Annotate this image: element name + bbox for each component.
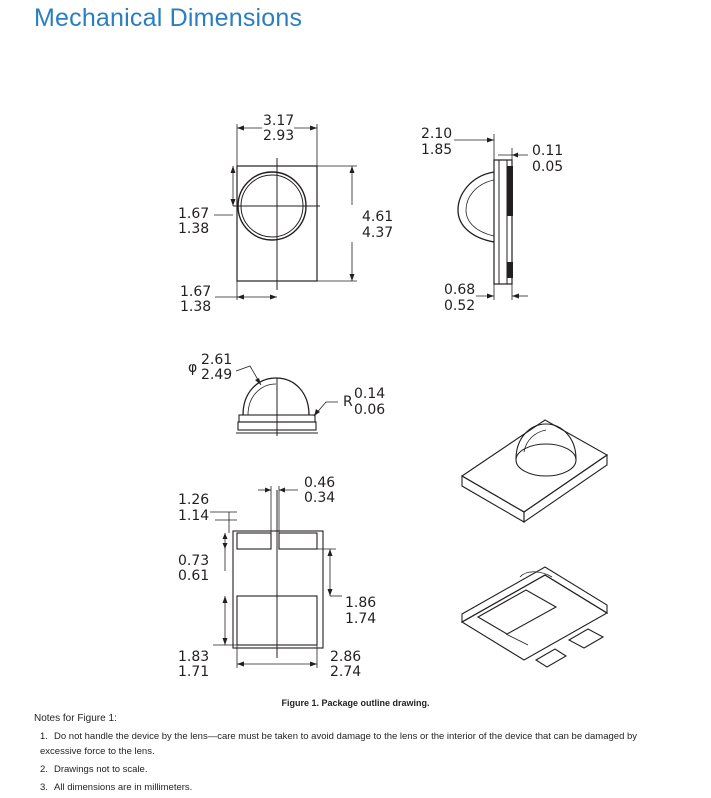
note-item: 3. All dimensions are in millimeters.	[40, 780, 680, 795]
dim-pad-bottom-width-max: 2.86	[330, 649, 361, 665]
dim-radius-max: 0.14	[354, 386, 385, 402]
dim-pad-top-offset-min: 1.14	[178, 508, 209, 524]
dim-lens-offset-min: 1.38	[178, 221, 209, 237]
dim-side-height-min: 1.85	[421, 142, 452, 158]
isometric-top-view	[460, 419, 609, 524]
figure-caption: Figure 1. Package outline drawing.	[281, 698, 430, 708]
dim-side-base-min: 0.52	[444, 298, 475, 314]
note-number: 3.	[40, 782, 48, 793]
dim-pad-small-height-min: 0.61	[178, 568, 209, 584]
dim-side-top-max: 0.11	[532, 143, 563, 159]
side-view	[454, 134, 528, 300]
dim-pad-gap-min: 0.34	[304, 490, 335, 506]
bottom-view	[210, 486, 342, 668]
notes-heading: Notes for Figure 1:	[34, 713, 117, 724]
dim-bottom-offset-max: 1.67	[180, 284, 211, 300]
note-text: Drawings not to scale.	[54, 764, 148, 775]
top-view	[214, 124, 357, 300]
dim-side-height-max: 2.10	[421, 126, 452, 142]
notes-list: 1.Do not handle the device by the lens—c…	[40, 729, 680, 798]
dim-pad-bottom-height-max: 1.83	[178, 649, 209, 665]
dim-pad-small-height-max: 0.73	[178, 553, 209, 569]
note-number: 2.	[40, 764, 48, 775]
note-number: 1.	[40, 731, 48, 742]
dim-top-height-max: 4.61	[362, 209, 393, 225]
note-text: All dimensions are in millimeters.	[54, 782, 193, 793]
package-outline-drawing: 3.17 2.93 1.67 1.38 4.61 4.37 1.67 1.38 …	[178, 113, 609, 680]
note-item: 2. Drawings not to scale.	[40, 762, 680, 777]
dim-side-base-max: 0.68	[444, 282, 475, 298]
dim-pad-gap-max: 0.46	[304, 475, 335, 491]
dim-lens-diameter-min: 2.49	[201, 367, 232, 383]
dim-lens-offset-max: 1.67	[178, 206, 209, 222]
dim-top-width-max: 3.17	[263, 113, 294, 129]
page-title: Mechanical Dimensions	[34, 4, 303, 32]
dim-pad-bottom-height-min: 1.71	[178, 664, 209, 680]
note-text: Do not handle the device by the lens—car…	[40, 731, 638, 757]
radius-symbol: R	[343, 394, 353, 410]
dim-side-top-min: 0.05	[532, 159, 563, 175]
dim-lens-diameter-max: 2.61	[201, 352, 232, 368]
front-view	[235, 365, 338, 436]
isometric-bottom-view	[460, 566, 609, 668]
note-item: 1.Do not handle the device by the lens—c…	[40, 729, 680, 759]
dim-pad-bottom-width-min: 2.74	[330, 664, 361, 680]
dim-pad-right-height-min: 1.74	[345, 611, 376, 627]
dim-radius-min: 0.06	[354, 402, 385, 418]
dim-top-height-min: 4.37	[362, 225, 393, 241]
diameter-symbol: φ	[188, 360, 197, 376]
dim-top-width-min: 2.93	[263, 128, 294, 144]
dim-bottom-offset-min: 1.38	[180, 299, 211, 315]
dim-pad-right-height-max: 1.86	[345, 595, 376, 611]
dim-pad-top-offset-max: 1.26	[178, 492, 209, 508]
